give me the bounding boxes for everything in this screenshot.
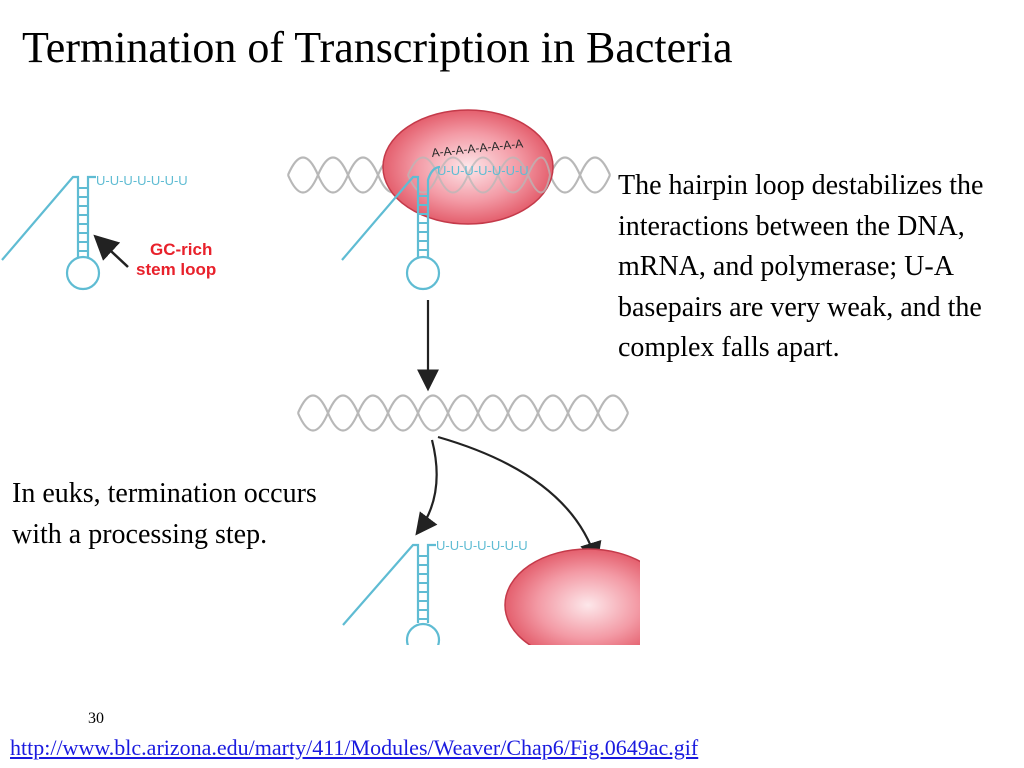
u-sequence-paired: U-U-U-U-U-U-U <box>437 163 529 178</box>
hairpin-rna-top <box>341 165 441 291</box>
rna-polymerase-released <box>504 548 640 645</box>
gc-pointer-arrow <box>93 234 129 268</box>
gc-label-line1: GC-rich <box>150 240 212 259</box>
curved-arrow-to-rna <box>415 439 438 536</box>
dna-helix-inside <box>407 156 551 194</box>
explanation-text: The hairpin loop destabilizes the intera… <box>618 170 984 363</box>
termination-figure: U-U-U-U-U-U-U GC-rich stem loop A-A-A-A-… <box>1 109 640 645</box>
slide-number: 30 <box>88 710 104 727</box>
slide-title: Termination of Transcription in Bacteria <box>22 23 733 72</box>
hairpin-rna-left <box>1 175 101 291</box>
dna-helix-middle <box>296 394 630 432</box>
u-tail-released: U-U-U-U-U-U-U <box>436 538 528 553</box>
eukaryote-note: In euks, termination occurs with a proce… <box>12 478 317 550</box>
curved-arrow-to-polymerase <box>437 435 602 565</box>
u-tail-left: U-U-U-U-U-U-U <box>96 173 188 188</box>
source-link[interactable]: http://www.blc.arizona.edu/marty/411/Mod… <box>10 735 699 760</box>
gc-label-line2: stem loop <box>136 260 216 279</box>
hairpin-rna-released <box>342 543 441 645</box>
